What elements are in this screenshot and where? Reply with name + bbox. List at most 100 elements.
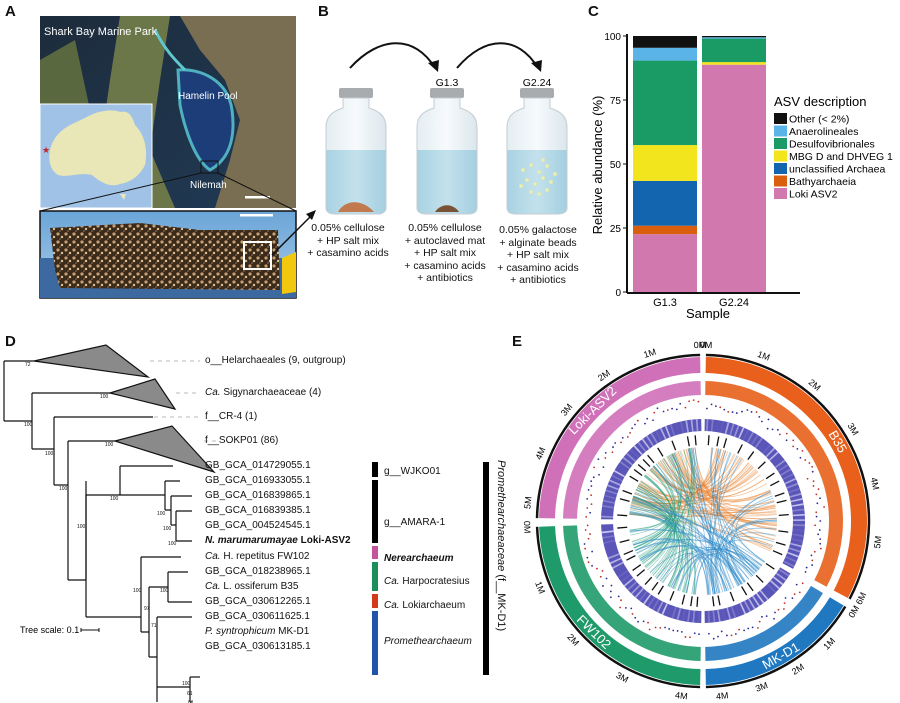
gc-skew-point bbox=[726, 634, 728, 637]
arrow-to-bottle-icon bbox=[271, 210, 316, 256]
synteny-link bbox=[631, 501, 680, 587]
synteny-link bbox=[680, 449, 725, 486]
gc-skew-point bbox=[717, 635, 719, 638]
genome-scale-tick-label: 3M bbox=[754, 680, 769, 694]
feature-mark bbox=[755, 574, 764, 583]
gc-skew-point bbox=[813, 550, 816, 553]
gc-skew-point bbox=[590, 485, 593, 487]
feature-mark bbox=[669, 590, 675, 601]
gc-skew-point bbox=[778, 433, 781, 436]
gc-skew-point bbox=[587, 537, 590, 540]
gc-skew-point bbox=[730, 634, 733, 637]
legend-label: Bathyarchaeia bbox=[789, 176, 856, 188]
synteny-link bbox=[631, 468, 674, 543]
synteny-link bbox=[634, 491, 743, 584]
synteny-link bbox=[733, 519, 777, 573]
bar-segment-G1.3-3 bbox=[633, 145, 697, 181]
gc-skew-point bbox=[680, 630, 683, 633]
gc-skew-point bbox=[765, 615, 768, 618]
feature-mark bbox=[644, 576, 653, 585]
gc-skew-point bbox=[810, 554, 813, 557]
tree-tip-label: GB_GCA_004524545.1 bbox=[205, 520, 311, 531]
feature-mark bbox=[776, 499, 787, 504]
gc-skew-point bbox=[604, 457, 607, 459]
gc-skew-point bbox=[664, 626, 666, 629]
genome-axis-line bbox=[705, 605, 847, 689]
feature-mark bbox=[690, 596, 693, 607]
gc-skew-point bbox=[785, 439, 788, 442]
gc-skew-point bbox=[590, 503, 593, 506]
feature-mark bbox=[629, 475, 639, 482]
feature-mark bbox=[694, 435, 697, 446]
genome-scale-tick-label: 1M bbox=[533, 580, 547, 595]
svg-text:61: 61 bbox=[187, 691, 193, 697]
synteny-link bbox=[715, 497, 774, 594]
bar-segment-G2.24-5 bbox=[702, 37, 766, 39]
gc-skew-point bbox=[599, 575, 602, 578]
genome-scale-tick-label: 3M bbox=[559, 402, 575, 418]
gc-skew-point bbox=[587, 561, 590, 564]
gc-skew-point bbox=[815, 515, 818, 518]
gc-skew-point bbox=[812, 485, 815, 487]
synteny-link bbox=[637, 485, 688, 593]
synteny-link bbox=[655, 463, 742, 585]
gc-skew-point bbox=[708, 632, 710, 635]
gc-skew-point bbox=[586, 524, 589, 527]
bottle-label-g13: G1.3 bbox=[436, 77, 459, 89]
synteny-link bbox=[647, 469, 677, 571]
gc-skew-point bbox=[818, 529, 821, 531]
gc-skew-point bbox=[648, 628, 651, 631]
synteny-link bbox=[709, 491, 772, 595]
gc-skew-point bbox=[783, 608, 785, 610]
legend-swatch bbox=[774, 175, 787, 187]
synteny-link bbox=[635, 541, 728, 592]
gc-skew-point bbox=[626, 436, 629, 438]
gc-skew-point bbox=[798, 591, 801, 594]
gc-skew-point bbox=[591, 564, 593, 567]
gc-skew-point bbox=[758, 620, 761, 623]
gc-skew-point bbox=[596, 567, 598, 570]
genome-ideogram-Loki-ASV2 bbox=[539, 357, 701, 519]
feature-mark bbox=[681, 594, 686, 605]
gc-skew-point bbox=[743, 629, 746, 632]
gc-skew-point bbox=[620, 441, 622, 444]
gc-skew-point bbox=[766, 427, 769, 430]
gc-skew-point bbox=[806, 477, 809, 480]
hamelin-pool-label: Hamelin Pool bbox=[178, 91, 237, 102]
gc-skew-point bbox=[738, 628, 741, 631]
synteny-link bbox=[671, 453, 749, 580]
panel-d-letter: D bbox=[5, 333, 16, 350]
gc-skew-point bbox=[746, 409, 749, 411]
transfer-arrow-1 bbox=[349, 42, 436, 69]
synteny-link bbox=[657, 461, 776, 511]
legend-swatch bbox=[774, 188, 787, 199]
gc-skew-point bbox=[720, 630, 723, 633]
gc-skew-point bbox=[692, 399, 695, 401]
svg-text:100: 100 bbox=[77, 524, 86, 530]
feature-mark bbox=[647, 454, 655, 464]
gc-skew-point bbox=[668, 628, 671, 630]
genome-scale-tick-label: 5M bbox=[872, 535, 883, 549]
tree-tip-label: GB_GCA_030612265.1 bbox=[205, 596, 311, 607]
gc-skew-point bbox=[621, 437, 624, 439]
gc-skew-point bbox=[591, 550, 594, 553]
gc-skew-point bbox=[819, 538, 822, 541]
legend-swatch bbox=[774, 163, 787, 174]
gc-skew-point bbox=[637, 620, 639, 623]
feature-mark bbox=[686, 436, 690, 447]
synteny-link bbox=[677, 450, 727, 487]
synteny-link bbox=[707, 452, 732, 595]
gene-density-track bbox=[601, 524, 702, 623]
panel-a-map-figure: ★ Shark Bay Marine Park Hamelin Pool Nil… bbox=[39, 16, 297, 299]
feature-mark bbox=[617, 526, 628, 529]
gc-skew-point bbox=[610, 584, 613, 587]
feature-mark bbox=[619, 539, 630, 543]
feature-mark bbox=[707, 435, 710, 446]
gc-skew-point bbox=[631, 427, 634, 430]
synteny-link bbox=[629, 512, 709, 595]
synteny-link bbox=[668, 455, 775, 540]
tree-tip-label: N. marumarumayae Loki-ASV2 bbox=[205, 535, 351, 546]
gc-skew-point bbox=[808, 462, 811, 464]
gc-skew-point bbox=[605, 577, 608, 580]
